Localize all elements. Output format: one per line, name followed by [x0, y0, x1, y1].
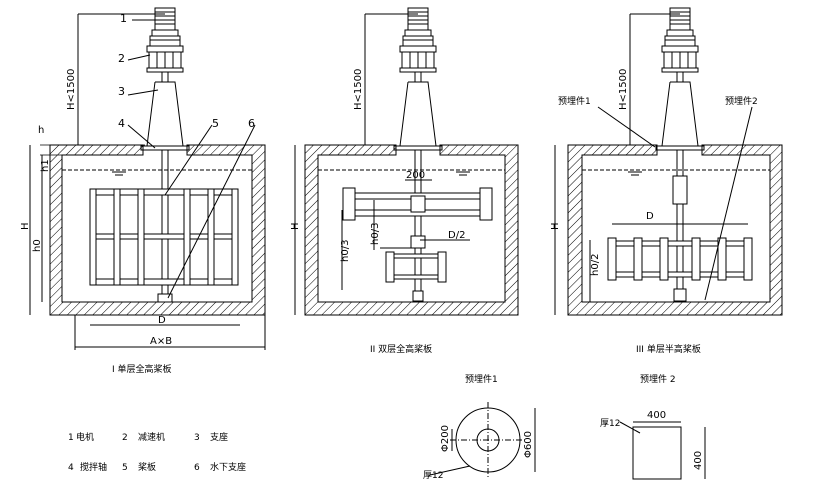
legend-text-4: 搅拌轴: [80, 461, 107, 473]
legend-num-3: 3: [194, 433, 200, 443]
dim-h-lt-1500-2: H<1500: [353, 69, 364, 110]
detail-2-thickness: 厚12: [600, 418, 620, 429]
caption-view-3: III 单层半高桨板: [636, 343, 701, 355]
detail-embed-2: 预埋件 2 400 400 厚12: [600, 373, 706, 480]
caption-view-2: II 双层全高桨板: [370, 343, 432, 355]
dim-H-3: H: [550, 222, 561, 230]
motor-assembly-3: [655, 7, 705, 151]
dim-H-1: H: [20, 222, 31, 230]
leader-1: 1: [120, 12, 127, 25]
detail-1-thickness: 厚12: [423, 470, 443, 481]
dim-H-2: H: [290, 222, 301, 230]
dim-D-1: D: [158, 315, 166, 326]
label-embed-2-view3: 预埋件2: [725, 95, 758, 107]
legend-text-5: 桨板: [138, 461, 156, 473]
leader-2: 2: [118, 52, 125, 65]
tank-wall-3: [567, 144, 783, 316]
legend-text-6: 水下支座: [210, 461, 246, 473]
detail-embed-1: 预埋件1 Φ200 Φ600 厚12: [423, 373, 536, 481]
leader-5: 5: [212, 117, 219, 130]
legend-text-1: 电机: [76, 431, 94, 443]
motor-assembly-2: [393, 7, 443, 151]
leader-6: 6: [248, 117, 255, 130]
dim-h0-2: h0/2: [590, 254, 601, 276]
dim-D-3: D: [646, 211, 654, 222]
dim-400-width: 400: [647, 410, 666, 421]
view-1: 1 2 3 4 5 6 H<1500 h h1 H h0 D A×B I 单层全…: [20, 7, 266, 375]
dim-phi600: Φ600: [523, 431, 534, 458]
detail-1-title: 预埋件1: [465, 373, 498, 385]
tank-wall-2: [304, 144, 519, 316]
dim-h-1: h: [38, 125, 44, 136]
legend-num-2: 2: [122, 433, 128, 443]
legend-text-2: 减速机: [138, 431, 165, 443]
label-embed-1-view3: 预埋件1: [558, 95, 591, 107]
legend-num-6: 6: [194, 463, 200, 473]
dim-400-height: 400: [693, 451, 704, 470]
detail-2-title: 预埋件 2: [640, 373, 676, 385]
dim-d-half: D/2: [448, 230, 465, 241]
dim-h0-1: h0: [32, 239, 43, 252]
dim-200-2: 200: [406, 170, 425, 181]
legend-num-5: 5: [122, 463, 128, 473]
dim-h-lt-1500-1: H<1500: [66, 69, 77, 110]
dim-h0-3-upper: h0/3: [370, 223, 381, 245]
view-2: H<1500 H h0/3 h0/3 200 D/2 II 双层全高桨板: [290, 7, 519, 355]
legend-text-3: 支座: [210, 431, 228, 443]
legend-num-4: 4: [68, 463, 74, 473]
motor-assembly-1: [140, 7, 190, 151]
dim-AxB-1: A×B: [150, 336, 172, 347]
view-3: 预埋件1 预埋件2 H<1500 H D h0/2 III 单层半高桨板: [550, 7, 783, 355]
caption-view-1: I 单层全高桨板: [112, 363, 172, 375]
parts-legend: 1 电机 2 减速机 3 支座 4 搅拌轴 5 桨板 6 水下支座: [68, 431, 246, 473]
leader-3: 3: [118, 85, 125, 98]
leader-4: 4: [118, 117, 125, 130]
dim-h-lt-1500-3: H<1500: [618, 69, 629, 110]
dim-phi200: Φ200: [440, 425, 451, 452]
dim-h1-1: h1: [40, 159, 51, 172]
legend-num-1: 1: [68, 433, 74, 443]
dim-h0-3-lower: h0/3: [340, 240, 351, 262]
